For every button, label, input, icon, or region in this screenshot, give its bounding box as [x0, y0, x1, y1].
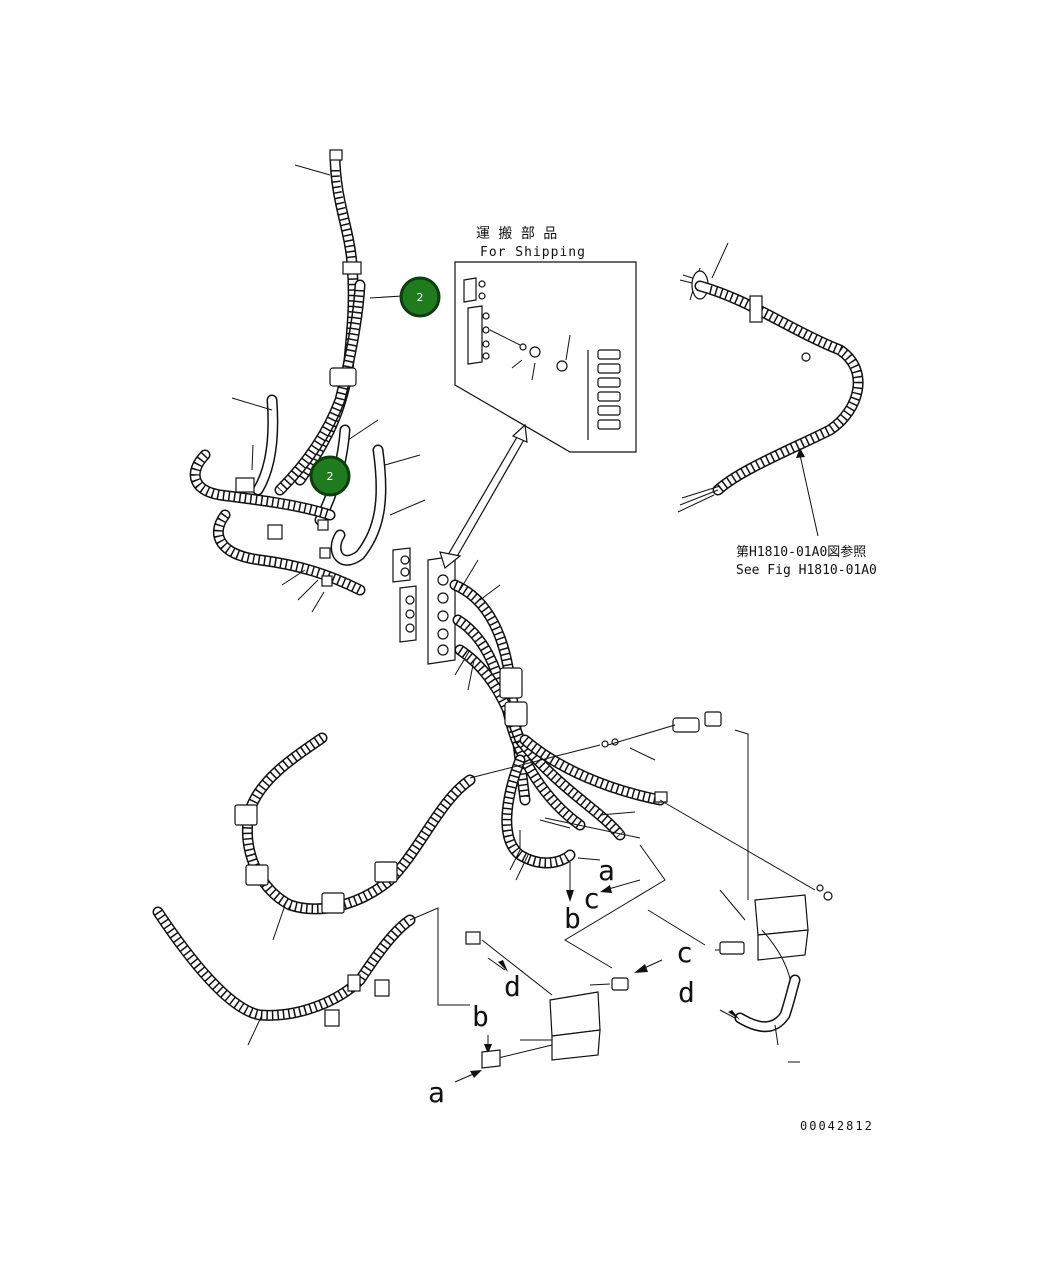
drawing-number: 00042812: [800, 1119, 874, 1133]
upper-hose-bundle: [189, 149, 387, 596]
right-fittings: [465, 711, 833, 1061]
shipping-inset: 運 搬 部 品 For Shipping: [454, 226, 637, 453]
label-c-lower: c: [676, 936, 693, 969]
left-lower-hoses: [152, 732, 619, 1027]
reference-text-jp: 第H1810-01A0図参照: [736, 544, 866, 560]
shipping-arrow: [439, 423, 528, 570]
callout-2-lower[interactable]: 2: [309, 455, 351, 497]
label-d-left: d: [504, 970, 521, 1003]
callout-2-upper[interactable]: 2: [399, 276, 441, 318]
main-hose-bundle: [449, 579, 668, 869]
routing-lines: [509, 817, 706, 969]
label-a-upper: a: [598, 854, 615, 887]
callout-number: 2: [417, 291, 424, 304]
label-b-lower: b: [472, 1000, 489, 1033]
shipping-bolt-set: [597, 349, 621, 430]
connection-arrows: [454, 857, 740, 1083]
shipping-title-jp: 運 搬 部 品: [476, 226, 557, 242]
label-d-right: d: [678, 976, 695, 1009]
manifold-blocks: [392, 547, 456, 665]
label-a-lower: a: [428, 1076, 445, 1109]
leader-lines: [231, 164, 800, 1063]
callout-number: 2: [327, 470, 334, 483]
shipping-title-en: For Shipping: [480, 245, 586, 260]
label-c-upper: c: [583, 882, 600, 915]
reference-text-en: See Fig H1810-01A0: [736, 563, 877, 578]
reference-hose: [677, 242, 864, 537]
connection-labels: a b c c d d b a: [428, 854, 695, 1109]
label-b-upper: b: [564, 902, 581, 935]
